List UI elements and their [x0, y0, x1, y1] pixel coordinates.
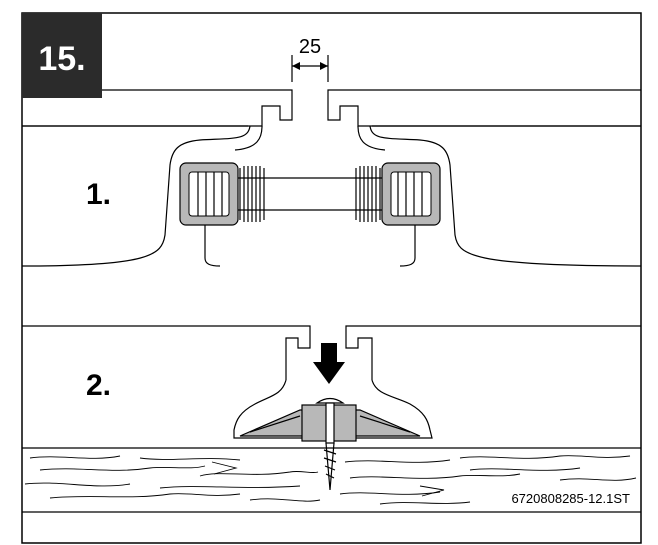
left-clamp — [179, 162, 239, 267]
down-arrow-icon — [313, 343, 345, 384]
dimension-label: 25 — [299, 36, 321, 58]
right-clamp — [381, 162, 441, 267]
panel-1-label: 1. — [86, 178, 111, 211]
fixing-screw — [315, 397, 345, 491]
panel-2-fixing — [22, 325, 641, 513]
step-badge: 15. — [22, 13, 102, 98]
figure-frame — [21, 12, 642, 544]
left-bellows — [239, 166, 265, 222]
wood-grain-texture — [24, 455, 637, 505]
right-bellows — [355, 166, 381, 222]
panel-2-label: 2. — [86, 369, 111, 402]
image-code: 6720808285-12.1ST — [511, 491, 630, 506]
gap-dimension: 25 — [291, 36, 329, 82]
panel-1-connection — [21, 89, 642, 267]
step-number: 15. — [38, 40, 85, 78]
